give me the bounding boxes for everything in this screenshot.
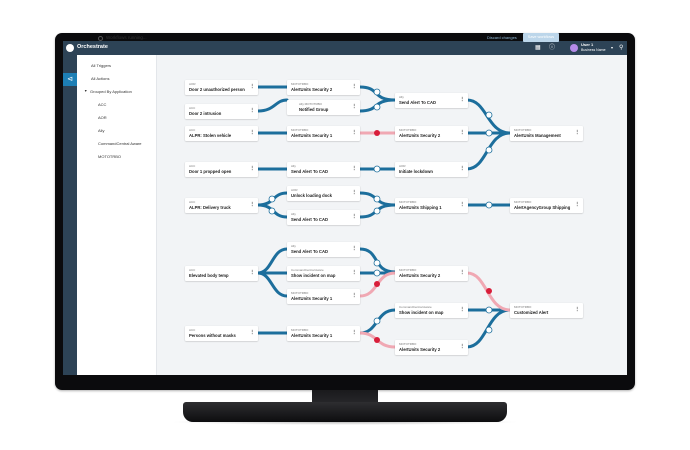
kebab-menu-icon[interactable]: ⋮ <box>459 130 466 136</box>
sidebar-item-all-triggers[interactable]: All Triggers <box>91 63 112 68</box>
kebab-menu-icon[interactable]: ⋮ <box>351 190 358 196</box>
sidebar-item-ally[interactable]: Ally <box>98 128 105 133</box>
kebab-menu-icon[interactable]: ⋮ <box>459 344 466 350</box>
monitor-stand <box>183 402 507 422</box>
kebab-menu-icon[interactable]: ⋮ <box>351 246 358 252</box>
kebab-menu-icon[interactable]: ⋮ <box>351 214 358 220</box>
chevron-down-icon[interactable]: ▾ <box>611 45 614 50</box>
kebab-menu-icon[interactable]: ⋮ <box>459 202 466 208</box>
avatar[interactable] <box>570 44 578 52</box>
grid-icon[interactable]: ▦ <box>535 45 541 51</box>
status-text: Workflows running... <box>106 35 147 40</box>
top-bar: Orchestrate ▦ ⓘ User 1 Business Name ▾ ⚲ <box>63 41 627 55</box>
kebab-menu-icon[interactable]: ⋮ <box>249 108 256 114</box>
sidebar-item-acc[interactable]: ACC <box>98 102 107 107</box>
kebab-menu-icon[interactable]: ⋮ <box>249 84 256 90</box>
kebab-menu-icon[interactable]: ⋮ <box>249 270 256 276</box>
nav-rail: ⊲ ⚙ <box>63 55 77 375</box>
kebab-menu-icon[interactable]: ⋮ <box>351 330 358 336</box>
help-icon[interactable]: ⓘ <box>549 45 556 51</box>
kebab-menu-icon[interactable]: ⋮ <box>249 130 256 136</box>
kebab-menu-icon[interactable]: ⋮ <box>351 166 358 172</box>
side-panel: All Triggers All Actions ▼ Grouped By Ap… <box>77 55 157 375</box>
sidebar-item-aor[interactable]: AOR <box>98 115 107 120</box>
sidebar-item-commandcentral[interactable]: CommandCentral Aware <box>98 141 142 146</box>
discard-changes-link[interactable]: Discard changes <box>487 35 517 40</box>
kebab-menu-icon[interactable]: ⋮ <box>574 307 581 313</box>
sidebar-item-grouped[interactable]: Grouped By Application <box>90 89 132 94</box>
kebab-menu-icon[interactable]: ⋮ <box>351 270 358 276</box>
kebab-menu-icon[interactable]: ⋮ <box>249 202 256 208</box>
kebab-menu-icon[interactable]: ⋮ <box>351 104 358 110</box>
stand-shadow <box>170 419 520 425</box>
kebab-menu-icon[interactable]: ⋮ <box>459 307 466 313</box>
kebab-menu-icon[interactable]: ⋮ <box>459 166 466 172</box>
chevron-down-icon[interactable]: ▼ <box>84 89 88 93</box>
user-business: Business Name <box>581 48 606 52</box>
app-title: Orchestrate <box>77 44 108 50</box>
save-workflows-button[interactable]: Save workflows <box>523 33 559 42</box>
status-icon <box>98 36 103 41</box>
kebab-menu-icon[interactable]: ⋮ <box>574 202 581 208</box>
search-icon[interactable]: ⚲ <box>619 45 624 51</box>
sidebar-item-mototrbo[interactable]: MOTOTRBO <box>98 154 122 159</box>
user-name[interactable]: User 1 <box>581 42 594 47</box>
kebab-menu-icon[interactable]: ⋮ <box>249 330 256 336</box>
kebab-menu-icon[interactable]: ⋮ <box>249 166 256 172</box>
kebab-menu-icon[interactable]: ⋮ <box>574 130 581 136</box>
sidebar-item-all-actions[interactable]: All Actions <box>91 76 110 81</box>
kebab-menu-icon[interactable]: ⋮ <box>351 293 358 299</box>
app-logo-icon <box>66 44 74 52</box>
share-icon[interactable]: ⊲ <box>63 73 77 86</box>
kebab-menu-icon[interactable]: ⋮ <box>351 130 358 136</box>
kebab-menu-icon[interactable]: ⋮ <box>459 97 466 103</box>
kebab-menu-icon[interactable]: ⋮ <box>351 84 358 90</box>
kebab-menu-icon[interactable]: ⋮ <box>459 270 466 276</box>
